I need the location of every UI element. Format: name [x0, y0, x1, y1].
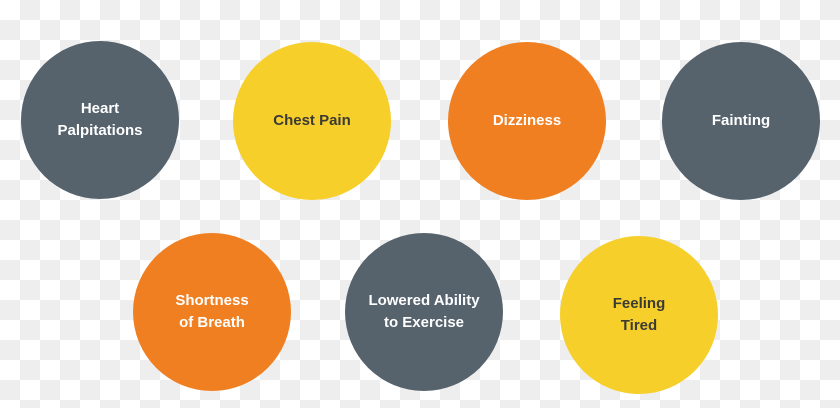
symptom-label: Shortness of Breath [175, 292, 249, 331]
symptom-dizziness: Dizziness [448, 42, 606, 200]
symptom-shortness-of-breath: Shortness of Breath [133, 233, 291, 391]
symptom-label: Heart Palpitations [57, 100, 143, 139]
symptom-fainting: Fainting [662, 42, 820, 200]
symptom-label: Lowered Ability to Exercise [368, 292, 480, 331]
symptom-label: Chest Pain [273, 112, 351, 129]
symptom-feeling-tired: Feeling Tired [560, 236, 718, 394]
symptom-label: Dizziness [492, 112, 562, 129]
symptom-heart-palpitations: Heart Palpitations [21, 41, 179, 199]
symptom-lowered-ability-to-exercise: Lowered Ability to Exercise [345, 233, 503, 391]
symptom-chest-pain: Chest Pain [233, 42, 391, 200]
symptom-label: Feeling Tired [612, 295, 666, 334]
symptom-label: Fainting [711, 112, 771, 129]
